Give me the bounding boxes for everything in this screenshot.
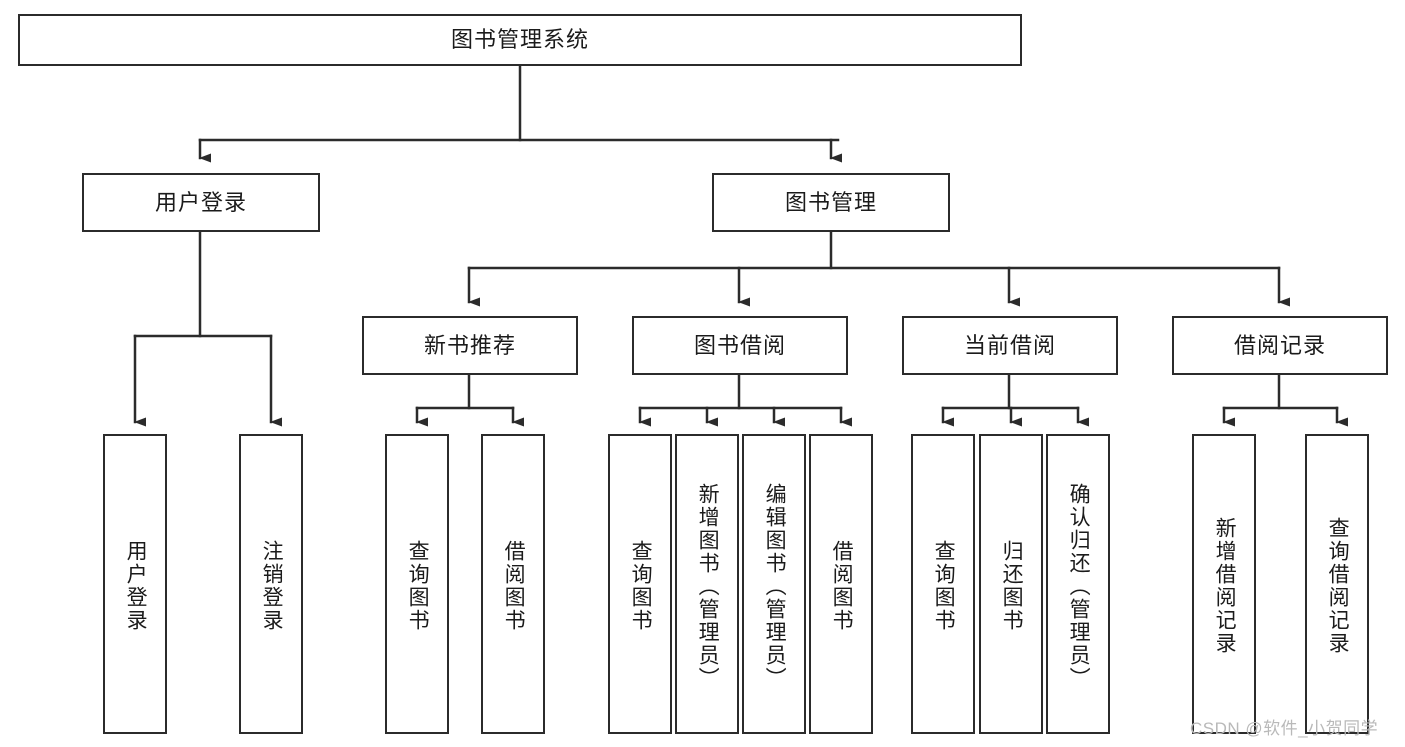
node-label: 借阅记录 [1233,332,1326,358]
node-label: 图书管理系统 [450,27,589,52]
node-label: 查询图书 [932,540,956,632]
node-label: 新书推荐 [423,332,516,358]
node-label: 注销登录 [260,540,284,632]
node-leaf-query-book-2[interactable]: 查询图书 [608,434,672,734]
node-leaf-add-record[interactable]: 新增借阅记录 [1192,434,1256,734]
node-label: 查询借阅记录 [1326,517,1350,655]
node-label: 借阅图书 [830,540,854,632]
node-label: 图书管理 [784,189,877,215]
node-current-borrow[interactable]: 当前借阅 [902,316,1118,375]
node-leaf-confirm-return[interactable]: 确认归还（管理员） [1046,434,1110,734]
node-label: 图书借阅 [693,332,786,358]
node-leaf-add-book[interactable]: 新增图书（管理员） [675,434,739,734]
node-leaf-query-book-1[interactable]: 查询图书 [385,434,449,734]
node-label: 当前借阅 [963,332,1056,358]
node-leaf-borrow-book-2[interactable]: 借阅图书 [809,434,873,734]
node-borrow-record[interactable]: 借阅记录 [1172,316,1388,375]
node-root-system[interactable]: 图书管理系统 [18,14,1022,66]
node-label: 确认归还（管理员） [1067,482,1091,690]
node-label: 用户登录 [154,189,247,215]
node-label: 归还图书 [1000,540,1024,632]
node-book-management[interactable]: 图书管理 [712,173,950,232]
node-label: 用户登录 [124,540,148,632]
node-leaf-query-book-3[interactable]: 查询图书 [911,434,975,734]
node-label: 新增图书（管理员） [696,482,720,690]
node-book-borrow[interactable]: 图书借阅 [632,316,848,375]
node-leaf-user-login[interactable]: 用户登录 [103,434,167,734]
node-leaf-return-book[interactable]: 归还图书 [979,434,1043,734]
node-user-login[interactable]: 用户登录 [82,173,320,232]
node-leaf-user-logout[interactable]: 注销登录 [239,434,303,734]
node-leaf-query-record[interactable]: 查询借阅记录 [1305,434,1369,734]
node-label: 借阅图书 [502,540,526,632]
watermark-label: CSDN @软件_小贺同学 [1190,719,1379,738]
node-leaf-borrow-book-1[interactable]: 借阅图书 [481,434,545,734]
node-leaf-edit-book[interactable]: 编辑图书（管理员） [742,434,806,734]
node-label: 新增借阅记录 [1213,517,1237,655]
node-label: 查询图书 [406,540,430,632]
node-new-book-recommend[interactable]: 新书推荐 [362,316,578,375]
node-label: 编辑图书（管理员） [763,482,787,690]
node-label: 查询图书 [629,540,653,632]
